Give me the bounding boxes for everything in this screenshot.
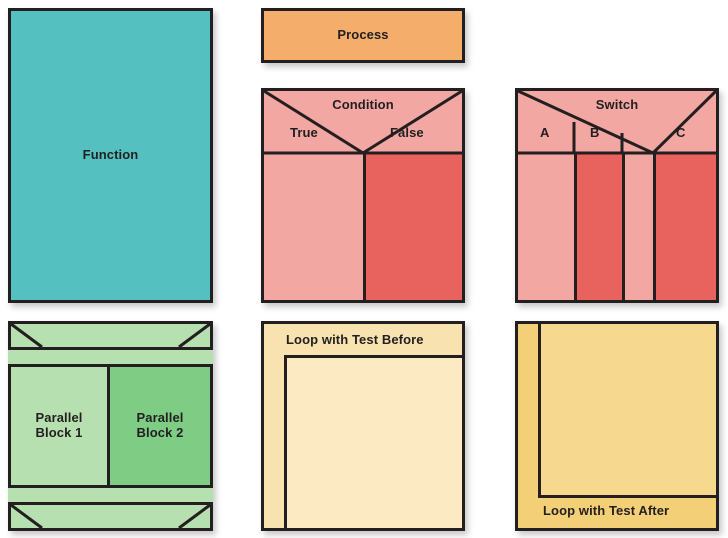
loop-with-test-after-label: Loop with Test After [543,503,670,518]
switch-branch-a-label: A [540,125,550,140]
loop-with-test-before-block[interactable]: Loop with Test Before [261,321,465,531]
parallel-block-1-label: Parallel Block 1 [11,410,107,441]
parallel-block-1-line1: Parallel [35,410,83,425]
parallel-block-1[interactable] [11,367,107,485]
switch-diagonals [517,89,718,155]
switch-title: Switch [595,97,639,112]
function-label: Function [82,147,139,162]
function-block[interactable]: Function [8,8,213,303]
loop-after-inner-body[interactable] [538,324,716,498]
condition-branch-false-body[interactable] [363,153,462,300]
condition-diagonals [263,89,463,155]
parallel-fork-bar [8,321,213,350]
condition-branch-false-label: False [390,125,424,140]
parallel-block[interactable]: Parallel Block 1 Parallel Block 2 [8,321,213,531]
process-block[interactable]: Process [261,8,465,63]
parallel-block-2[interactable] [107,367,210,485]
parallel-join-bar [8,502,213,531]
parallel-block-1-line2: Block 1 [35,424,83,440]
condition-branch-true-label: True [290,125,318,140]
condition-branch-true-body[interactable] [264,153,363,300]
switch-branch-c-body[interactable] [653,153,716,300]
parallel-top-gap [8,350,213,364]
loop-with-test-before-label: Loop with Test Before [286,332,424,347]
process-label: Process [337,27,389,42]
switch-branch-blank-body[interactable] [622,153,653,300]
switch-branch-b-label: B [590,125,600,140]
loop-before-inner-body[interactable] [284,355,462,528]
parallel-block-2-line1: Parallel [136,410,184,425]
switch-branch-b-body[interactable] [574,153,622,300]
parallel-block-2-label: Parallel Block 2 [110,410,210,441]
parallel-bottom-gap [8,488,213,502]
switch-branch-a-body[interactable] [518,153,574,300]
condition-title: Condition [332,97,394,112]
parallel-block-2-line2: Block 2 [136,424,184,440]
switch-block[interactable]: Switch A B C [515,88,719,303]
switch-branch-c-label: C [676,125,686,140]
condition-block[interactable]: Condition True False [261,88,465,303]
loop-with-test-after-block[interactable]: Loop with Test After [515,321,719,531]
parallel-corner-diagonals [10,322,211,530]
